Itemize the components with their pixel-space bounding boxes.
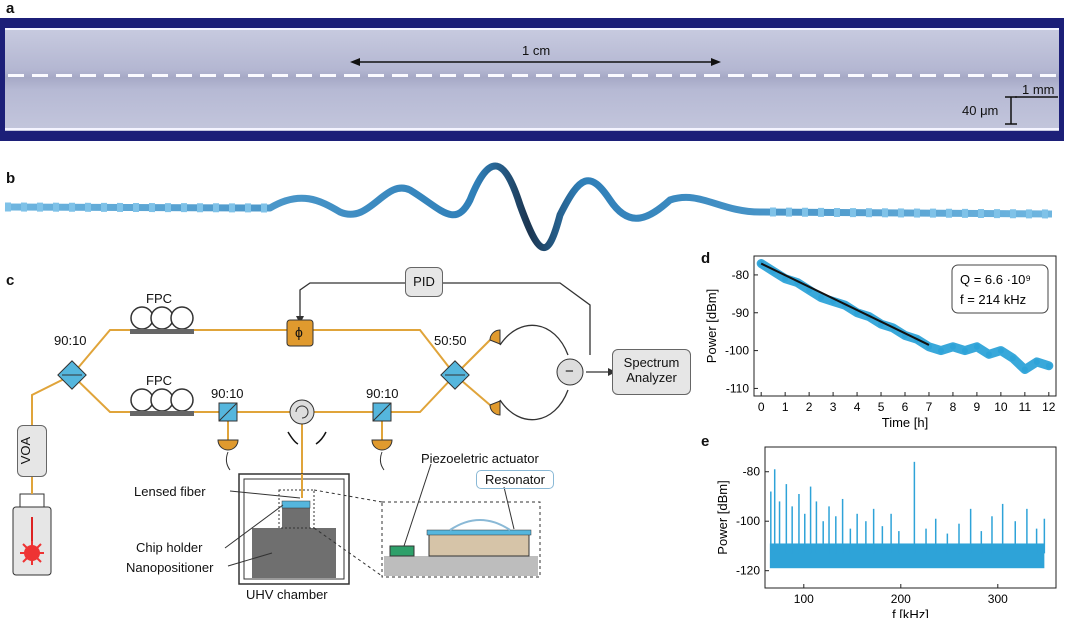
spectrum-analyzer-box: Spectrum Analyzer bbox=[612, 349, 691, 395]
top-edge-line bbox=[5, 28, 1059, 30]
fpc-bottom-label: FPC bbox=[146, 373, 172, 388]
panel-label-d: d bbox=[701, 250, 711, 267]
chart-d-fit-line bbox=[760, 262, 930, 346]
chart-d-xtick-label: 10 bbox=[994, 400, 1008, 414]
chart-d-xlabel: Time [h] bbox=[882, 415, 928, 430]
uhv-chamber-label: UHV chamber bbox=[246, 587, 328, 602]
chart-d-ytick-label: -80 bbox=[732, 268, 750, 282]
beam-splitter-shapes bbox=[57, 360, 470, 422]
chart-e-noise-floor bbox=[769, 543, 1045, 569]
chart-d-point bbox=[961, 347, 968, 354]
chart-d-annotation-line: f = 214 kHz bbox=[960, 292, 1026, 307]
pid-label: PID bbox=[413, 274, 435, 289]
chart-d-annotation-line: Q = 6.6 ·10⁹ bbox=[960, 272, 1031, 287]
chart-d-point bbox=[1033, 358, 1040, 365]
pid-controller-box: PID bbox=[405, 267, 443, 297]
chart-d-ytick-label: -100 bbox=[725, 344, 749, 358]
chart-d-xtick-label: 12 bbox=[1042, 400, 1056, 414]
chart-e-xtick-label: 200 bbox=[891, 592, 911, 606]
tap-right-label: 90:10 bbox=[366, 386, 399, 401]
chart-e-xtick-label: 300 bbox=[988, 592, 1008, 606]
chart-d-point bbox=[985, 351, 992, 358]
micrograph-panel bbox=[0, 18, 1064, 141]
resonator-label: Resonator bbox=[476, 470, 554, 489]
chart-d-point bbox=[949, 343, 956, 350]
chart-d-xtick-label: 0 bbox=[758, 400, 765, 414]
chart-d-xtick-label: 7 bbox=[926, 400, 933, 414]
scale-bar-40um-label: 40 μm bbox=[962, 103, 999, 118]
chart-e-frame bbox=[764, 446, 1057, 589]
chart-d-point bbox=[1009, 355, 1016, 362]
waveguide-strip bbox=[5, 28, 1059, 131]
chart-e-ytick-label: -120 bbox=[736, 564, 760, 578]
chart-d-point bbox=[973, 343, 980, 350]
splitter-5050-label: 50:50 bbox=[434, 333, 467, 348]
centre-dashed-line bbox=[8, 74, 1056, 77]
chart-e-xlabel: f [kHz] bbox=[892, 607, 929, 618]
voa-box: VOA bbox=[17, 425, 47, 477]
panel-label-e: e bbox=[701, 433, 710, 450]
chart-d-point bbox=[782, 275, 789, 282]
panel-label-b: b bbox=[6, 170, 16, 187]
chart-d-xtick-label: 3 bbox=[830, 400, 837, 414]
chart-d-annotation-box bbox=[951, 264, 1049, 314]
chart-e-ylabel: Power [dBm] bbox=[715, 480, 730, 554]
chip-holder-label: Chip holder bbox=[136, 540, 203, 555]
panel-label-c: c bbox=[6, 272, 15, 289]
chart-d-point bbox=[1021, 366, 1028, 373]
phase-shifter-label: ϕ bbox=[295, 324, 303, 340]
chart-d-point bbox=[937, 347, 944, 354]
chart-e-ytick-label: -80 bbox=[743, 465, 761, 479]
chart-d-xtick-label: 8 bbox=[950, 400, 957, 414]
scale-bar-1cm-label: 1 cm bbox=[522, 43, 551, 58]
chart-d-point bbox=[1045, 362, 1052, 369]
tap-left-label: 90:10 bbox=[211, 386, 244, 401]
nanopositioner-label: Nanopositioner bbox=[126, 560, 214, 575]
chart-d-xtick-label: 2 bbox=[806, 400, 813, 414]
piezo-actuator-label: Piezoeletric actuator bbox=[421, 451, 539, 466]
chart-d-point bbox=[925, 343, 932, 350]
chart-d-ylabel: Power [dBm] bbox=[704, 289, 719, 363]
chart-d-xtick-label: 6 bbox=[902, 400, 909, 414]
chart-e-ytick-label: -100 bbox=[736, 514, 760, 528]
chart-d-xtick-label: 4 bbox=[854, 400, 861, 414]
chart-d-xtick-label: 11 bbox=[1019, 400, 1032, 414]
chart-d-xtick-label: 5 bbox=[878, 400, 885, 414]
scale-bar-1mm-label: 1 mm bbox=[1022, 82, 1055, 97]
lensed-fiber-label: Lensed fiber bbox=[134, 484, 206, 499]
fpc-top-label: FPC bbox=[146, 291, 172, 306]
chart-e-xtick-label: 100 bbox=[794, 592, 814, 606]
spectrum-analyzer-label-2: Analyzer bbox=[626, 370, 677, 385]
chart-d-ytick-label: -90 bbox=[732, 306, 750, 320]
chart-d-xtick-label: 9 bbox=[974, 400, 981, 414]
subtractor-symbol: − bbox=[565, 363, 574, 380]
chart-d-point bbox=[818, 294, 825, 301]
spectrum-analyzer-label-1: Spectrum bbox=[623, 355, 680, 370]
bottom-edge-line bbox=[5, 128, 1059, 130]
splitter-9010-label: 90:10 bbox=[54, 333, 87, 348]
chart-d-ytick-label: -110 bbox=[726, 381, 749, 395]
chart-d-point bbox=[997, 347, 1004, 354]
chart-d-xtick-label: 1 bbox=[782, 400, 789, 414]
panel-label-a: a bbox=[6, 0, 15, 17]
